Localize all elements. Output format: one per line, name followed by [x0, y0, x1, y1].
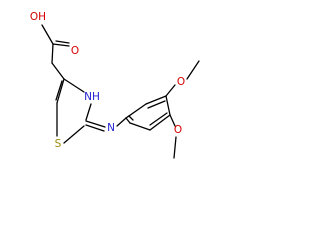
bond-line	[128, 115, 134, 121]
atom-label-imine-nitrogen: N	[107, 122, 115, 134]
bond-line	[55, 80, 63, 101]
bond-line	[56, 78, 65, 104]
bond-line	[125, 117, 131, 124]
atom-label-ring-nitrogen: NH	[84, 91, 100, 103]
atom-label-hydroxyl-oxygen: OH	[30, 11, 46, 23]
bond-line	[55, 40, 70, 44]
bond-line	[169, 114, 176, 127]
bond-line	[51, 43, 54, 64]
bond-line	[165, 95, 171, 116]
bond-line	[149, 114, 171, 131]
bond-line	[149, 112, 168, 126]
bond-lines	[41, 24, 200, 159]
bond-line	[147, 100, 166, 109]
atom-label-methoxy-oxygen-top: O	[177, 76, 185, 88]
bond-line	[85, 124, 105, 132]
bond-line	[51, 62, 65, 80]
atom-label-methoxy-oxygen-bottom: O	[174, 124, 182, 136]
atom-label-ring-sulfur: S	[55, 138, 62, 150]
bond-line	[63, 125, 85, 144]
bond-line	[186, 60, 200, 80]
bond-line	[129, 122, 151, 131]
bond-line	[165, 84, 176, 97]
bond-line	[145, 95, 167, 105]
bond-line	[41, 24, 54, 45]
chemical-structure-diagram: OH O NH S N O O	[30, 11, 200, 159]
bond-line	[52, 43, 70, 47]
bond-line	[85, 120, 106, 128]
bond-line	[116, 117, 127, 127]
bond-line	[85, 103, 92, 121]
atom-label-carbonyl-oxygen: O	[71, 45, 79, 57]
bond-line	[63, 78, 85, 93]
bond-line	[173, 136, 177, 159]
